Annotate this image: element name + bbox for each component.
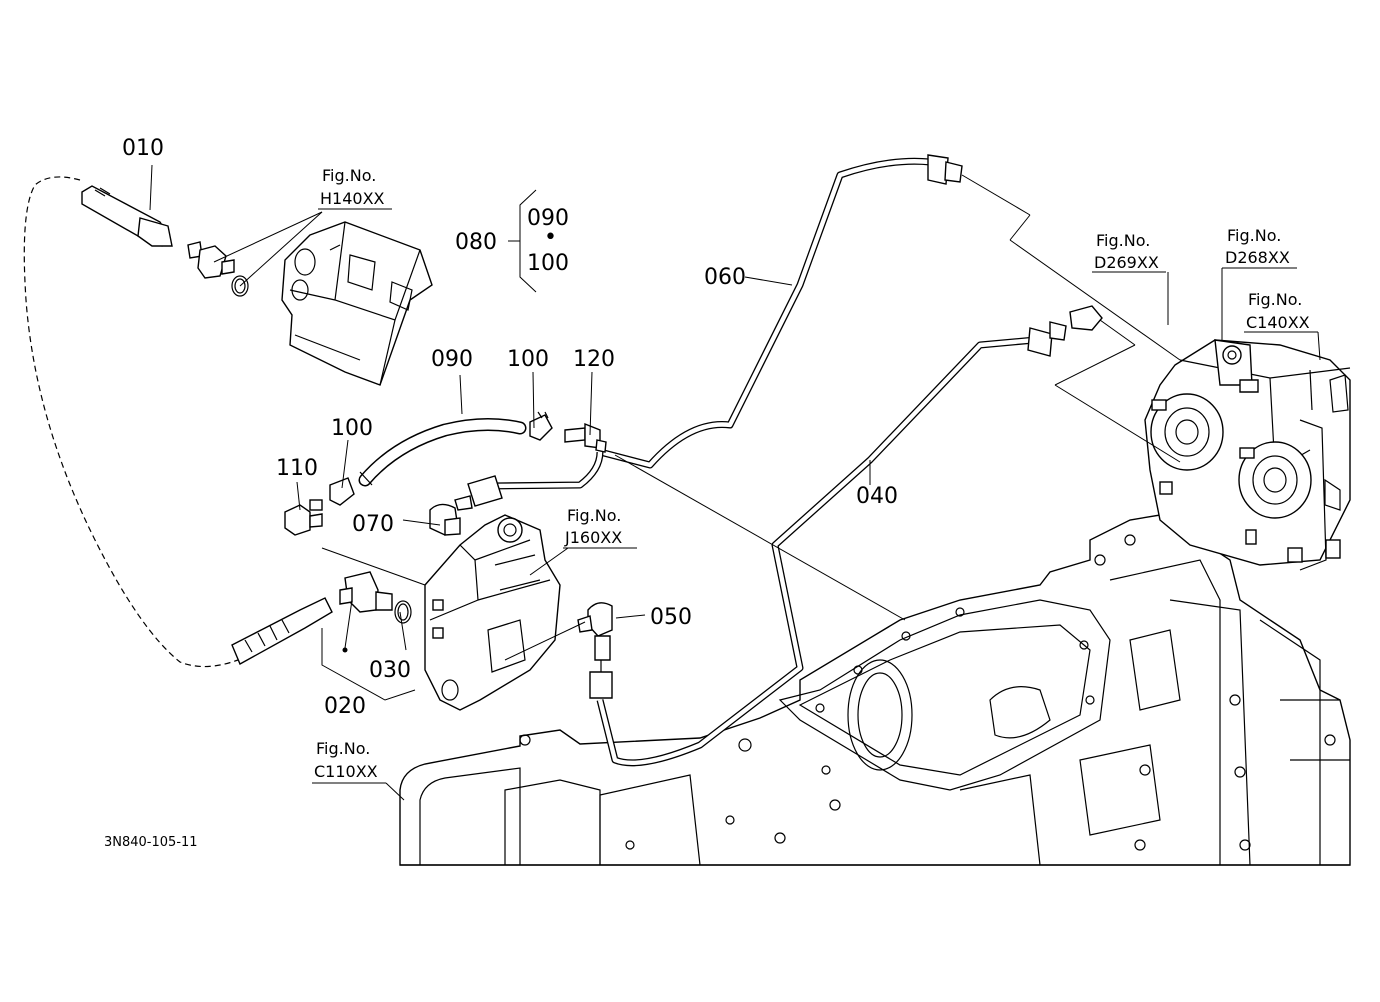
figref-c110-line1: Fig.No. (316, 739, 370, 758)
callout-080: 080 (455, 230, 497, 255)
figref-d269[interactable]: Fig.No. D269XX (1094, 231, 1159, 272)
leader-lines (149, 164, 1321, 801)
oring-030 (394, 600, 412, 624)
figref-d268-line1: Fig.No. (1227, 226, 1281, 245)
figref-c140-line1: Fig.No. (1248, 290, 1302, 309)
callout-100-upper: 100 (507, 347, 549, 372)
figref-h140-line1: Fig.No. (322, 166, 376, 185)
drawing-code: 3N840-105-11 (104, 835, 198, 850)
callout-090: 090 (431, 347, 473, 372)
housing-bolt-holes (519, 534, 1336, 851)
elbow-050 (577, 602, 613, 699)
figref-d269-line1: Fig.No. (1096, 231, 1150, 250)
pipe-040 (596, 305, 1103, 767)
figref-h140-line2: H140XX (320, 189, 385, 208)
figref-j160[interactable]: Fig.No. J160XX (564, 506, 622, 547)
pump-fitting (187, 241, 249, 297)
figref-h140[interactable]: Fig.No. H140XX (320, 166, 385, 208)
figref-c140-line2: C140XX (1246, 313, 1310, 332)
figref-d268-line2: D268XX (1225, 248, 1290, 267)
group-label-dot: • (544, 225, 557, 250)
elbow-070 (429, 475, 503, 536)
figref-c110-line2: C110XX (314, 762, 378, 781)
control-valve (424, 514, 561, 711)
figref-d268[interactable]: Fig.No. D268XX (1225, 226, 1290, 267)
pipe-060 (489, 154, 963, 490)
clamp-100-upper (529, 411, 553, 441)
hydraulic-pump (281, 221, 433, 386)
figref-c140[interactable]: Fig.No. C140XX (1246, 290, 1310, 332)
elbow-020 (339, 571, 393, 613)
callout-070: 070 (352, 512, 394, 537)
callout-040: 040 (856, 484, 898, 509)
callout-020: 020 (324, 694, 366, 719)
callout-030: 030 (369, 658, 411, 683)
hydraulic-block-assembly (1144, 339, 1351, 571)
callout-110: 110 (276, 456, 318, 481)
callout-120: 120 (573, 347, 615, 372)
callout-010: 010 (122, 136, 164, 161)
figref-j160-line2: J160XX (564, 528, 622, 547)
hose-010 (23, 176, 333, 668)
fitting-120 (564, 422, 607, 453)
figref-d269-line2: D269XX (1094, 253, 1159, 272)
fitting-110 (284, 499, 323, 536)
hose-090 (358, 417, 527, 487)
clamp-100-lower (329, 477, 355, 506)
group-label-bottom: 100 (527, 251, 569, 276)
figref-c110[interactable]: Fig.No. C110XX (314, 739, 378, 781)
callout-050: 050 (650, 605, 692, 630)
figref-j160-line1: Fig.No. (567, 506, 621, 525)
transmission-housing (399, 514, 1351, 866)
callout-060: 060 (704, 265, 746, 290)
callout-100-lower: 100 (331, 416, 373, 441)
group-label-top: 090 (527, 206, 569, 231)
